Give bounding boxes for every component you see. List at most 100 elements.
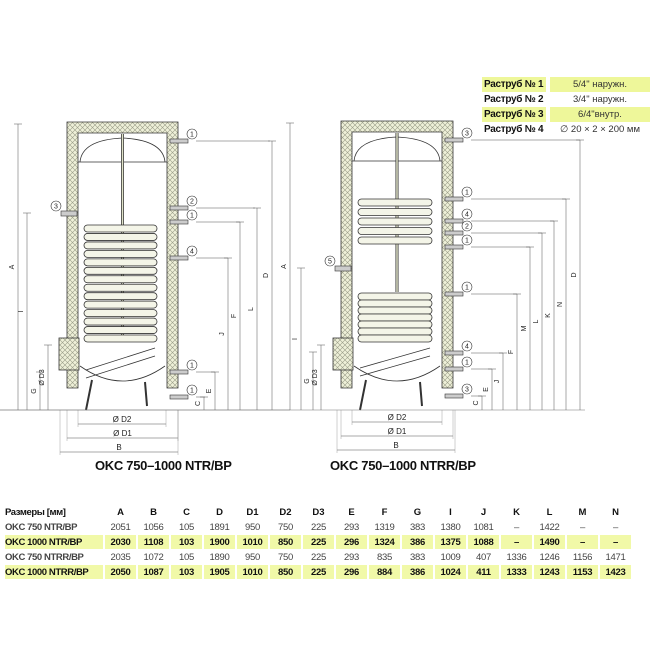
cell-f: 835 [377,551,392,563]
dimension-label-d: D [571,272,578,277]
cell-d3: 225 [303,535,334,549]
legend-row-2: Раструб № 2 3/4" наружн. [482,92,650,107]
dimension-label-d3: Ø D3 [39,369,46,385]
marker-number-left: 3 [54,204,58,211]
dimension-label-l: L [248,307,255,311]
insulation [340,120,454,389]
dimension-label-i: I [18,310,25,312]
dimension-label-e: E [206,388,213,393]
cell-c: 105 [179,521,194,533]
cell-g: 383 [410,551,425,563]
heat-exchanger-coil [83,334,158,343]
cell-b: 1056 [143,521,164,533]
dimension-label-l: L [533,319,540,323]
right-drawing-title: OKC 750–1000 NTRR/BP [330,458,476,473]
cell-d: 1891 [209,521,230,533]
dimension-label-d2: Ø D2 [388,413,407,422]
cell-n: – [600,535,631,549]
heat-exchanger-coil [357,306,433,315]
dimension-label-d: D [263,273,270,278]
marker-circle [186,245,198,257]
cell-l: 1490 [534,535,565,549]
connection-pipe [444,350,464,356]
cell-m: – [580,521,585,533]
column-header-d: D [216,506,223,518]
cell-j: 411 [468,565,499,579]
heat-exchanger-coil [83,317,158,326]
dimension-label-d1: Ø D1 [388,427,407,436]
cell-f: 1319 [374,521,395,533]
marker-circle [461,127,473,139]
tank-legs [359,379,423,411]
cell-m: 1153 [567,565,598,579]
cell-n: – [613,521,618,533]
dimension-label-a: A [9,264,16,269]
cell-d1: 1010 [237,565,268,579]
cell-d1: 950 [245,551,260,563]
cell-d: 1890 [209,551,230,563]
dimension-label-d1: Ø D1 [113,429,132,438]
marker-number: 1 [190,132,194,139]
marker-circle [461,356,473,368]
cell-j: 1081 [473,521,494,533]
heat-exchanger-coil [83,266,158,275]
heat-exchanger-coil [83,258,158,267]
cell-d1: 1010 [237,535,268,549]
dimension-label-e: E [483,387,490,392]
cell-e: 296 [336,535,367,549]
dimension-label-n: N [557,302,564,307]
cell-d3: 225 [303,565,334,579]
column-header-k: K [513,506,520,518]
heat-exchanger-coil [357,313,433,322]
dimension-label-c: C [473,400,480,405]
connection-pipe [169,138,189,144]
model-name: OKC 750 NTR/BP [5,521,78,533]
tank-bottom-dome [353,365,441,382]
cell-d2: 750 [278,521,293,533]
cell-k: – [514,521,519,533]
marker-circle [461,383,473,395]
heat-exchanger-coil [83,300,158,309]
legend-label: Раструб № 2 [484,94,544,105]
cell-b: 1087 [138,565,169,579]
dimension-label-j: J [494,380,501,384]
heat-exchanger-coil [83,292,158,301]
heat-exchanger-coil [83,249,158,258]
cell-b: 1108 [138,535,169,549]
marker-number: 4 [465,212,469,219]
heat-exchanger-coil [357,320,433,329]
cell-k: 1336 [506,551,527,563]
cell-d2: 750 [278,551,293,563]
column-header-e: E [348,506,355,518]
cell-f: 1324 [369,535,400,549]
table-header-label: Размеры [мм] [5,506,66,518]
marker-number: 3 [465,131,469,138]
dimension-label-g: G [304,378,311,383]
heat-exchanger-coil [357,299,433,308]
model-name: OKC 1000 NTRR/BP [5,565,103,579]
legend-value: 3/4" наружн. [572,94,628,105]
heat-exchanger-coil [357,227,433,235]
heat-exchanger-coil [83,275,158,284]
cell-l: 1243 [534,565,565,579]
cell-d: 1905 [204,565,235,579]
cell-d: 1900 [204,535,235,549]
cell-f: 884 [369,565,400,579]
marker-circle [186,359,198,371]
dimension-label-d3: Ø D3 [312,369,319,385]
cell-c: 105 [179,551,194,563]
dimension-label-f: F [508,350,515,354]
cell-m: 1156 [572,551,593,563]
marker-number: 1 [190,388,194,395]
cell-k: – [501,535,532,549]
cell-j: 1088 [468,535,499,549]
heat-exchanger-coil [357,292,433,301]
marker-circle [461,281,473,293]
